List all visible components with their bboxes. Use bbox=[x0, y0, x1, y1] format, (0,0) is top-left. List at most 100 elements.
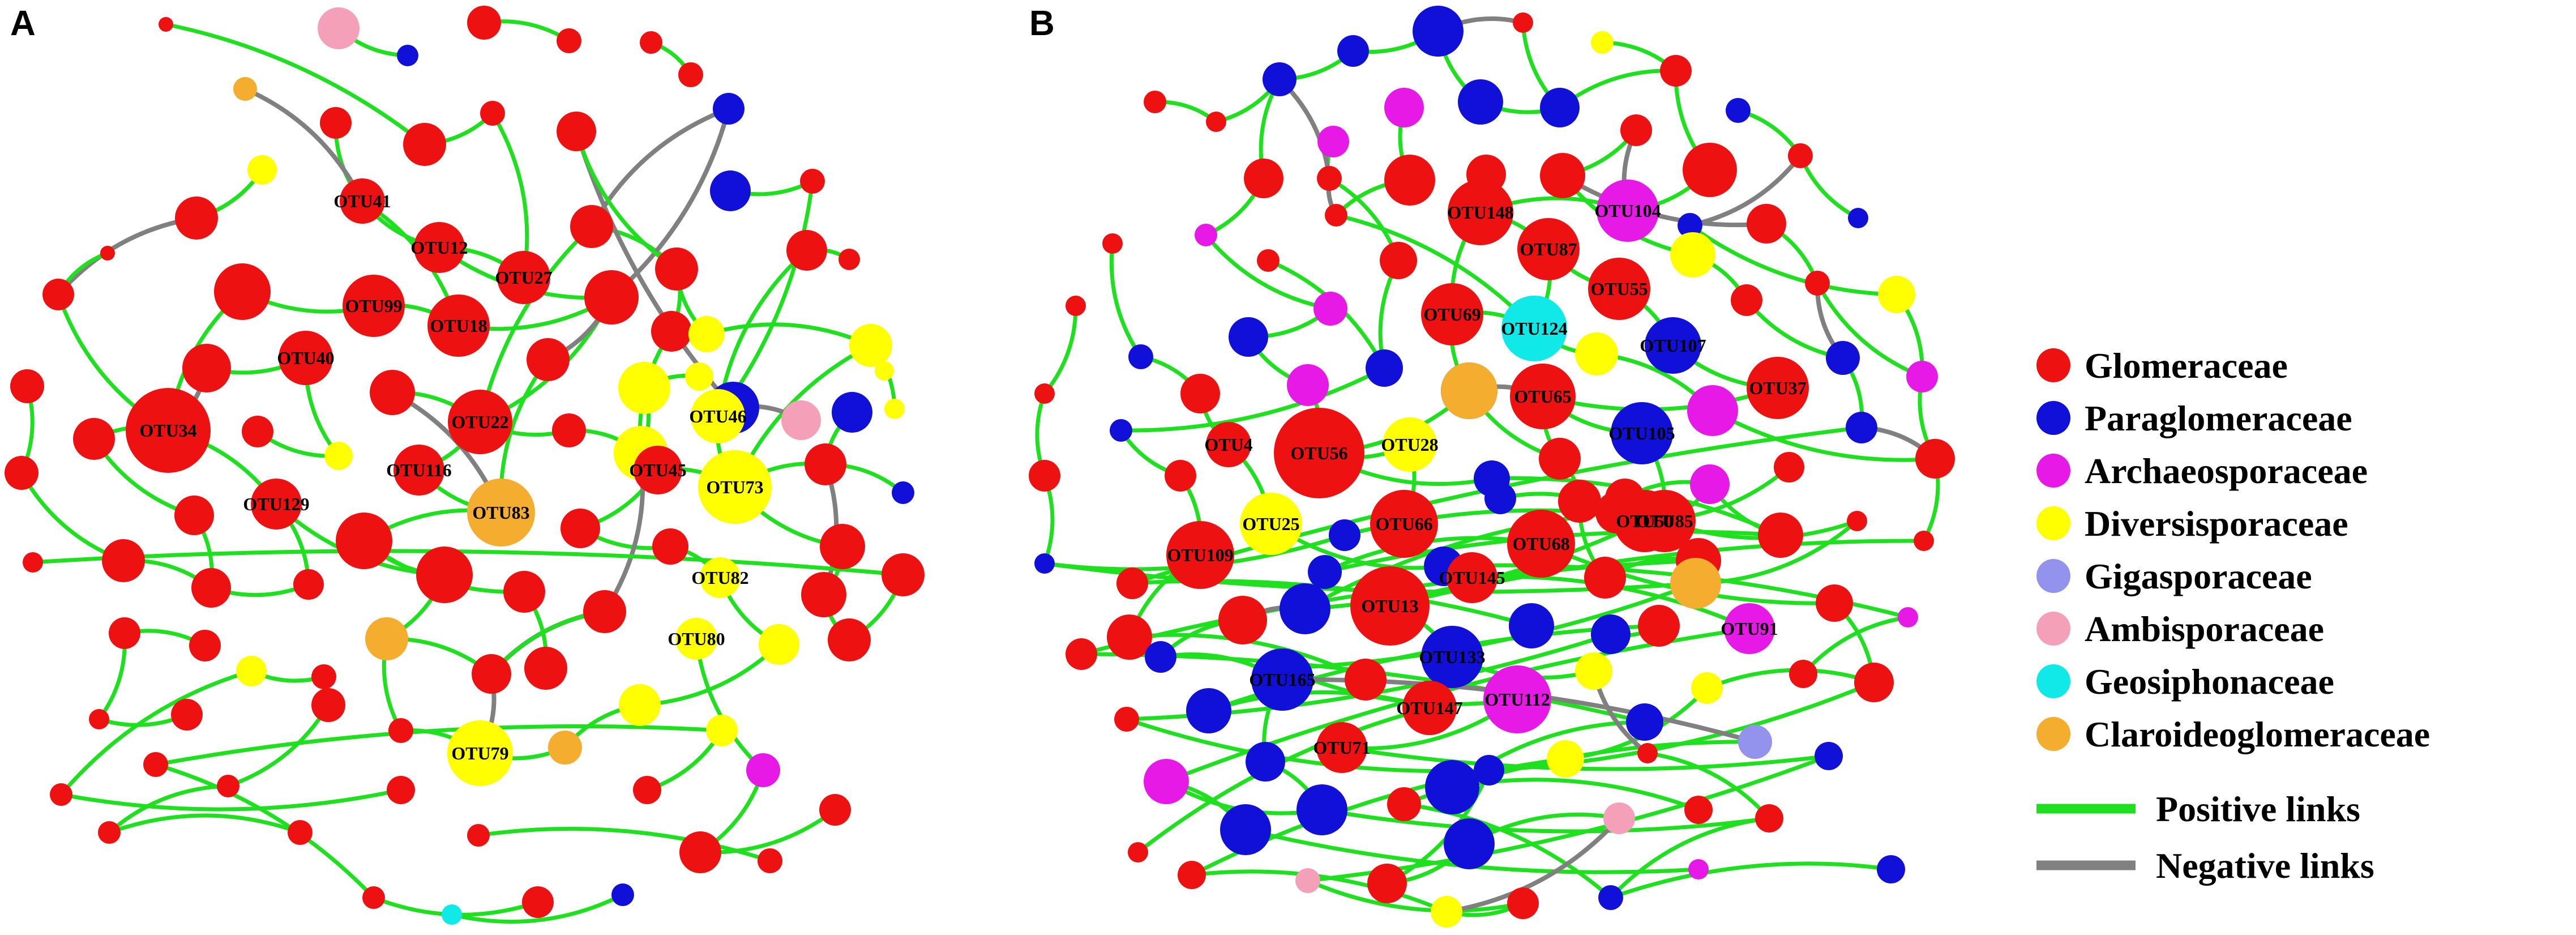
node-glomeraceae bbox=[1584, 557, 1626, 599]
node-ambisporaceae bbox=[1295, 868, 1320, 893]
node-label-b-otu69: OTU69 bbox=[1423, 304, 1480, 325]
node-diversisporaceae bbox=[1575, 652, 1612, 690]
panel-b-letter: B bbox=[1029, 4, 1055, 43]
node-glomeraceae bbox=[10, 369, 44, 403]
node-glomeraceae bbox=[1144, 91, 1166, 113]
positive-link bbox=[1307, 878, 1524, 913]
node-glomeraceae bbox=[288, 820, 313, 845]
node-glomeraceae bbox=[560, 509, 600, 548]
node-diversisporaceae bbox=[1383, 417, 1437, 472]
node-paraglomeraceae bbox=[1366, 349, 1403, 387]
nodes-a bbox=[5, 6, 925, 925]
node-glomeraceae bbox=[42, 279, 74, 310]
node-glomeraceae bbox=[820, 524, 865, 569]
node-label-b-otu65: OTU65 bbox=[1514, 386, 1571, 407]
node-glomeraceae bbox=[427, 294, 490, 357]
positive-link bbox=[59, 669, 252, 796]
node-diversisporaceae bbox=[849, 324, 892, 367]
node-archaeosporaceae bbox=[1690, 464, 1730, 504]
node-archaeosporaceae bbox=[1195, 224, 1217, 246]
node-glomeraceae bbox=[1178, 861, 1206, 889]
node-diversisporaceae bbox=[698, 450, 772, 524]
positive-link bbox=[155, 762, 375, 899]
node-glomeraceae bbox=[1116, 567, 1148, 599]
node-glomeraceae bbox=[1788, 143, 1813, 168]
positive-link bbox=[1208, 690, 1430, 713]
node-glomeraceae bbox=[109, 617, 140, 649]
node-glomeraceae bbox=[882, 553, 925, 596]
node-diversisporaceae bbox=[1691, 672, 1723, 704]
node-glomeraceae bbox=[174, 496, 214, 535]
node-glomeraceae bbox=[311, 688, 345, 722]
node-glomeraceae bbox=[403, 123, 446, 166]
legend-swatch-paraglomeraceae bbox=[2036, 401, 2070, 435]
node-archaeosporaceae bbox=[1317, 126, 1349, 157]
node-diversisporaceae bbox=[619, 684, 661, 726]
node-claroideoglomeraceae bbox=[233, 77, 257, 101]
node-glomeraceae bbox=[527, 338, 570, 381]
legend-label-paraglomeraceae: Paraglomeraceae bbox=[2085, 398, 2352, 438]
node-glomeraceae bbox=[819, 794, 851, 826]
node-glomeraceae bbox=[1517, 218, 1580, 280]
node-glomeraceae bbox=[472, 654, 511, 694]
positive-link bbox=[1542, 386, 1779, 412]
node-glomeraceae bbox=[251, 479, 302, 530]
positive-link bbox=[478, 826, 771, 863]
node-archaeosporaceae bbox=[1483, 665, 1551, 733]
legend-label-diversisporaceae: Diversisporaceae bbox=[2085, 503, 2348, 544]
node-glomeraceae bbox=[828, 618, 871, 661]
node-claroideoglomeraceae bbox=[548, 731, 582, 765]
positive-link bbox=[574, 131, 678, 271]
node-glomeraceae bbox=[1448, 180, 1513, 245]
legend-swatch-claroideoglomeraceae bbox=[2036, 717, 2070, 751]
positive-link bbox=[1191, 869, 1448, 914]
node-paraglomeraceae bbox=[1484, 483, 1516, 514]
node-diversisporaceae bbox=[875, 361, 894, 381]
node-paraglomeraceae bbox=[1329, 519, 1360, 551]
node-paraglomeraceae bbox=[710, 170, 751, 211]
node-archaeosporaceae bbox=[1898, 607, 1918, 627]
positive-link bbox=[451, 893, 624, 924]
node-paraglomeraceae bbox=[397, 45, 418, 66]
node-claroideoglomeraceae bbox=[1441, 362, 1497, 419]
node-glomeraceae bbox=[1539, 438, 1581, 480]
node-glomeraceae bbox=[480, 101, 505, 126]
node-diversisporaceae bbox=[1575, 332, 1618, 375]
node-glomeraceae bbox=[1847, 511, 1867, 531]
node-glomeraceae bbox=[189, 630, 221, 661]
legend-item-claroideoglomeraceae: Claroideoglomeraceae bbox=[2036, 714, 2430, 754]
node-diversisporaceae bbox=[1670, 232, 1715, 277]
node-paraglomeraceae bbox=[1145, 641, 1176, 673]
node-glomeraceae bbox=[414, 222, 465, 273]
node-diversisporaceae bbox=[1591, 31, 1614, 54]
node-paraglomeraceae bbox=[1611, 402, 1673, 464]
node-ambisporaceae bbox=[1603, 802, 1635, 834]
node-paraglomeraceae bbox=[1186, 688, 1231, 733]
node-glomeraceae bbox=[1066, 638, 1097, 670]
positive-link bbox=[1109, 243, 1142, 358]
legend-item-positive-links: Positive links bbox=[2036, 789, 2360, 829]
network-panel-b: OTU104OTU148OTU87OTU55OTU69OTU124OTU107O… bbox=[1029, 6, 1955, 928]
node-label-b-otu4: OTU4 bbox=[1204, 434, 1252, 455]
node-glomeraceae bbox=[1614, 490, 1676, 552]
node-label-b-otu147: OTU147 bbox=[1396, 698, 1462, 718]
node-glomeraceae bbox=[1206, 112, 1226, 132]
positive-link bbox=[1688, 224, 1897, 297]
node-glomeraceae bbox=[340, 178, 385, 224]
node-label-b-otu37: OTU37 bbox=[1749, 378, 1806, 398]
negative-link bbox=[610, 108, 731, 300]
node-label-b-otu124: OTU124 bbox=[1501, 318, 1567, 339]
node-claroideoglomeraceae bbox=[365, 617, 408, 660]
node-glomeraceae bbox=[388, 718, 413, 743]
node-diversisporaceae bbox=[447, 720, 513, 786]
node-label-b-otu112: OTU112 bbox=[1484, 689, 1550, 710]
node-glomeraceae bbox=[448, 390, 512, 454]
node-glomeraceae bbox=[217, 775, 239, 797]
node-diversisporaceae bbox=[324, 442, 353, 470]
node-label-b-otu71: OTU71 bbox=[1313, 737, 1370, 758]
node-glomeraceae bbox=[1128, 842, 1148, 863]
node-paraglomeraceae bbox=[1591, 614, 1631, 654]
positive-link bbox=[706, 322, 872, 348]
legend-label-positive-links: Positive links bbox=[2156, 789, 2360, 829]
